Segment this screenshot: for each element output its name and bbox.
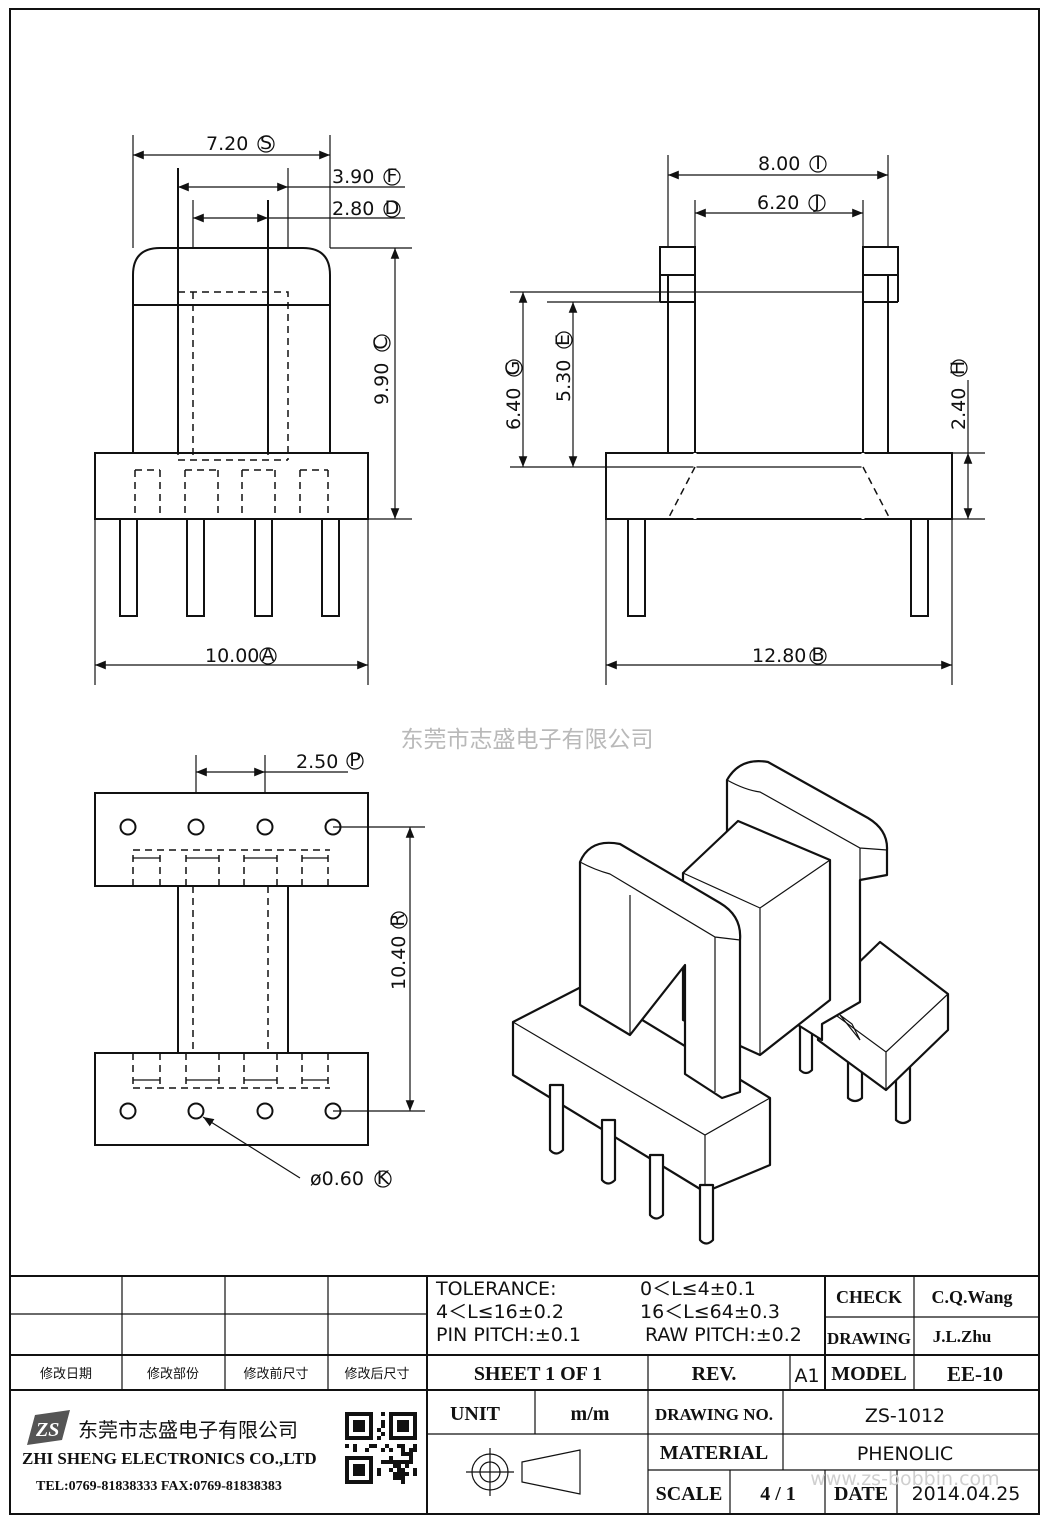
qr-code — [345, 1412, 417, 1484]
side-pin-left — [627, 518, 646, 617]
tolerance-3: 16＜L≤64±0.3 — [640, 1301, 780, 1323]
svg-text:J: J — [813, 191, 820, 213]
model-label: MODEL — [831, 1363, 907, 1385]
scale-value: 4 / 1 — [760, 1483, 796, 1505]
drawing-label: DRAWING — [827, 1329, 911, 1348]
front-pin-3 — [254, 518, 273, 617]
website-watermark: www.zs-bobbin.com — [810, 1468, 999, 1490]
isometric-view — [511, 760, 950, 1245]
pin-hole — [119, 818, 137, 836]
dim-flange-inner: 6.20 — [757, 192, 799, 214]
front-pin-4 — [321, 518, 340, 617]
rev-header-before: 修改前尺寸 — [243, 1366, 308, 1382]
date-value: 2014.04.25 — [912, 1483, 1021, 1505]
model-value: EE-10 — [947, 1362, 1003, 1386]
dim-base-height: 2.40 — [948, 388, 970, 430]
svg-text:I: I — [815, 152, 821, 174]
dim-flange-outer: 8.00 — [758, 153, 800, 175]
dim-pin-diameter: ø0.60 — [310, 1168, 364, 1190]
watermark-company: 东莞市志盛电子有限公司 — [401, 727, 654, 753]
dim-pin-span: 10.40 — [388, 936, 410, 990]
dim-core-width: 2.80 — [332, 198, 374, 220]
check-label: CHECK — [836, 1287, 902, 1307]
raw-pitch-tolerance: RAW PITCH:±0.2 — [645, 1324, 802, 1346]
title-block: TOLERANCE: 0＜L≤4±0.1 4＜L≤16±0.2 16＜L≤64±… — [10, 1275, 1039, 1514]
front-view-base — [94, 452, 369, 520]
rev-header-part: 修改部份 — [147, 1367, 199, 1382]
front-pin-1 — [119, 518, 138, 617]
dim-window-height: 5.30 — [553, 360, 575, 402]
projection-symbol-icon — [466, 1448, 581, 1496]
svg-text:R: R — [387, 913, 409, 926]
svg-text:D: D — [385, 197, 400, 219]
svg-text:H: H — [947, 361, 969, 375]
dim-pin-pitch: 2.50 — [296, 751, 338, 773]
sheet-text: SHEET 1 OF 1 — [474, 1363, 602, 1385]
sheet-border — [9, 8, 1040, 1515]
material-label: MATERIAL — [660, 1442, 769, 1464]
company-name-en: ZHI SHENG ELECTRONICS CO.,LTD — [22, 1449, 317, 1468]
front-pin-2 — [186, 518, 205, 617]
svg-text:G: G — [502, 361, 524, 376]
pin-hole — [187, 818, 205, 836]
dim-top-width: 7.20 — [206, 133, 248, 155]
scale-label: SCALE — [656, 1483, 723, 1505]
company-name-cn: 东莞市志盛电子有限公司 — [78, 1418, 298, 1442]
tolerance-2: 4＜L≤16±0.2 — [436, 1301, 564, 1323]
front-view-flange — [132, 247, 331, 306]
dim-front-width: 10.00 — [205, 645, 259, 667]
svg-text:P: P — [349, 749, 360, 771]
dim-front-height: 9.90 — [371, 363, 393, 405]
pin-hole — [119, 1102, 137, 1120]
rev-value: A1 — [794, 1365, 819, 1387]
side-view-base — [605, 452, 953, 520]
drawing-no-value: ZS-1012 — [865, 1405, 945, 1427]
svg-text:B: B — [811, 644, 824, 666]
rev-header-date: 修改日期 — [40, 1367, 92, 1382]
bottom-view: 2.50 P 10.40 R ø0.60 K — [94, 749, 425, 1190]
front-view: 7.20 S 3.90 F 2.80 D 9.90 C 10.00 A — [94, 132, 412, 685]
rev-header-after: 修改后尺寸 — [344, 1367, 409, 1382]
svg-text:K: K — [377, 1167, 390, 1189]
pin-hole — [256, 1102, 274, 1120]
unit-label: UNIT — [450, 1403, 501, 1425]
check-value: C.Q.Wang — [931, 1287, 1012, 1307]
svg-text:S: S — [260, 132, 272, 154]
side-view: 8.00 I 6.20 J 6.40 G 5.30 E 2.40 H 12.80… — [502, 152, 985, 685]
svg-text:A: A — [262, 644, 275, 666]
company-logo: ZS — [27, 1410, 70, 1445]
company-contact: TEL:0769-81838333 FAX:0769-81838383 — [36, 1479, 282, 1494]
material-value: PHENOLIC — [857, 1443, 953, 1465]
side-pin-right — [910, 518, 929, 617]
svg-text:E: E — [552, 334, 574, 346]
drawing-value: J.L.Zhu — [933, 1327, 992, 1346]
rev-label: REV. — [692, 1363, 737, 1385]
drawing-no-label: DRAWING NO. — [655, 1405, 773, 1424]
dim-side-width: 12.80 — [752, 645, 806, 667]
svg-text:ZS: ZS — [35, 1419, 59, 1441]
dim-inner-width: 3.90 — [332, 166, 374, 188]
pin-pitch-tolerance: PIN PITCH:±0.1 — [436, 1324, 581, 1346]
dim-side-height: 6.40 — [503, 388, 525, 430]
svg-text:F: F — [387, 165, 398, 187]
tolerance-label: TOLERANCE: — [435, 1278, 556, 1300]
pin-hole — [187, 1102, 205, 1120]
date-label: DATE — [834, 1483, 888, 1505]
tolerance-1: 0＜L≤4±0.1 — [640, 1278, 756, 1300]
pin-hole — [256, 818, 274, 836]
unit-value: m/m — [571, 1403, 610, 1425]
svg-text:C: C — [370, 336, 392, 349]
